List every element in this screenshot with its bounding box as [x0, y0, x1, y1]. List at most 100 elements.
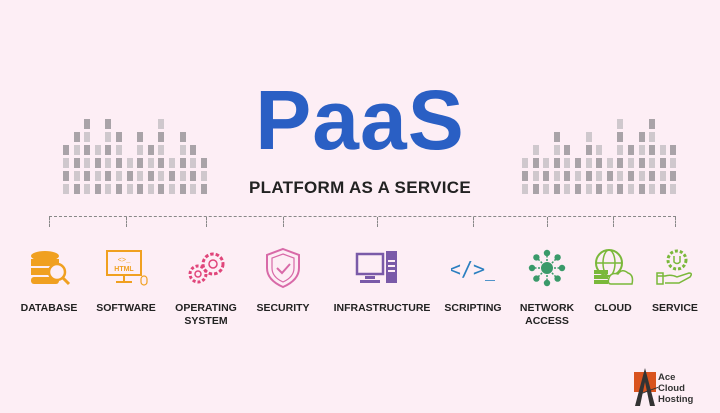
equalizer-block	[200, 158, 207, 168]
equalizer-block	[564, 184, 571, 194]
equalizer-block	[522, 158, 528, 168]
equalizer-block	[137, 184, 144, 194]
equalizer-block	[596, 158, 603, 168]
equalizer-block	[169, 171, 175, 181]
service-item-operating-system: OPERATING SYSTEM	[161, 246, 251, 328]
equalizer-block	[670, 184, 677, 194]
equalizer-block	[575, 158, 581, 168]
connector-drop	[473, 217, 474, 227]
equalizer-block	[532, 184, 539, 194]
equalizer-block	[105, 145, 112, 155]
equalizer-block	[147, 171, 154, 181]
equalizer-block	[617, 171, 624, 181]
equalizer-block	[84, 158, 91, 168]
equalizer-block	[105, 171, 112, 181]
equalizer-block	[179, 132, 186, 142]
svg-text:<>_: <>_	[118, 257, 131, 265]
equalizer-block	[553, 184, 560, 194]
equalizer-block	[158, 145, 165, 155]
equalizer-block	[105, 184, 112, 194]
equalizer-block	[190, 171, 197, 181]
page-subtitle: PLATFORM AS A SERVICE	[249, 178, 471, 197]
equalizer-block	[63, 171, 69, 181]
equalizer-block	[179, 158, 186, 168]
service-item-label: SCRIPTING	[444, 302, 502, 314]
service-item-network-access: NETWORK ACCESS	[502, 246, 592, 328]
shield-icon	[266, 247, 300, 289]
equalizer-block	[649, 132, 656, 142]
equalizer-block	[84, 119, 91, 129]
equalizer-block	[158, 158, 165, 168]
equalizer-block	[638, 184, 645, 194]
logo-mark-icon	[634, 368, 663, 406]
service-icon	[656, 249, 693, 285]
equalizer-block	[147, 145, 154, 155]
equalizer-block	[553, 132, 560, 142]
service-item-label: CLOUD	[594, 302, 632, 314]
connector-drop	[206, 217, 207, 227]
equalizer-block	[179, 171, 186, 181]
equalizer-block	[649, 184, 656, 194]
equalizer-block	[116, 145, 122, 155]
equalizer-block	[670, 171, 677, 181]
equalizer-block	[575, 171, 581, 181]
equalizer-block	[596, 145, 603, 155]
equalizer-block	[179, 145, 186, 155]
connector-drop	[613, 217, 614, 227]
equalizer-block	[606, 171, 613, 181]
equalizer-block	[585, 158, 592, 168]
equalizer-block	[564, 171, 571, 181]
service-item-label: SECURITY	[256, 302, 310, 314]
equalizer-block	[649, 145, 656, 155]
equalizer-block	[585, 145, 592, 155]
service-item-label: INFRASTRUCTURE	[333, 302, 431, 314]
svg-text:{</>_}: {</>_}	[451, 257, 495, 281]
network-icon	[528, 249, 566, 287]
equalizer-block	[553, 158, 560, 168]
equalizer-block	[532, 171, 539, 181]
equalizer-block	[638, 158, 645, 168]
computer-icon	[355, 251, 397, 283]
service-item-label: SOFTWARE	[96, 302, 156, 314]
logo-text-ace: Ace	[658, 372, 676, 383]
equalizer-block	[575, 184, 581, 194]
equalizer-block	[628, 158, 634, 168]
equalizer-block	[137, 158, 144, 168]
equalizer-block	[670, 158, 677, 168]
html-monitor-icon: <>_HTML	[106, 250, 148, 286]
equalizer-block	[617, 158, 624, 168]
equalizer-block	[532, 145, 539, 155]
equalizer-block	[553, 171, 560, 181]
equalizer-block	[617, 184, 624, 194]
equalizer-block	[659, 171, 666, 181]
equalizer-block	[94, 184, 101, 194]
equalizer-block	[543, 171, 550, 181]
connector-drop	[126, 217, 127, 227]
equalizer-block	[116, 132, 122, 142]
connector-tree	[49, 216, 676, 228]
equalizer-block	[585, 184, 592, 194]
equalizer-block	[169, 184, 175, 194]
gears-icon	[188, 252, 225, 284]
equalizer-block	[628, 145, 634, 155]
service-item-label: NETWORK ACCESS	[519, 302, 575, 327]
service-item-database: DATABASE	[4, 246, 94, 315]
equalizer-block	[116, 171, 122, 181]
equalizer-block	[596, 184, 603, 194]
equalizer-block	[659, 145, 666, 155]
equalizer-block	[543, 184, 550, 194]
equalizer-block	[63, 184, 69, 194]
service-item-label: SERVICE	[652, 302, 698, 314]
database-icon	[31, 251, 71, 286]
service-item-cloud: CLOUD	[568, 246, 658, 315]
service-item-service: SERVICE	[630, 246, 720, 315]
equalizer-block	[73, 158, 80, 168]
svg-text:HTML: HTML	[114, 266, 134, 273]
equalizer-block	[158, 171, 165, 181]
equalizer-block	[147, 184, 154, 194]
service-item-label: DATABASE	[20, 302, 78, 314]
equalizer-block	[137, 145, 144, 155]
equalizer-block	[200, 184, 207, 194]
equalizer-block	[63, 145, 69, 155]
equalizer-block	[116, 158, 122, 168]
